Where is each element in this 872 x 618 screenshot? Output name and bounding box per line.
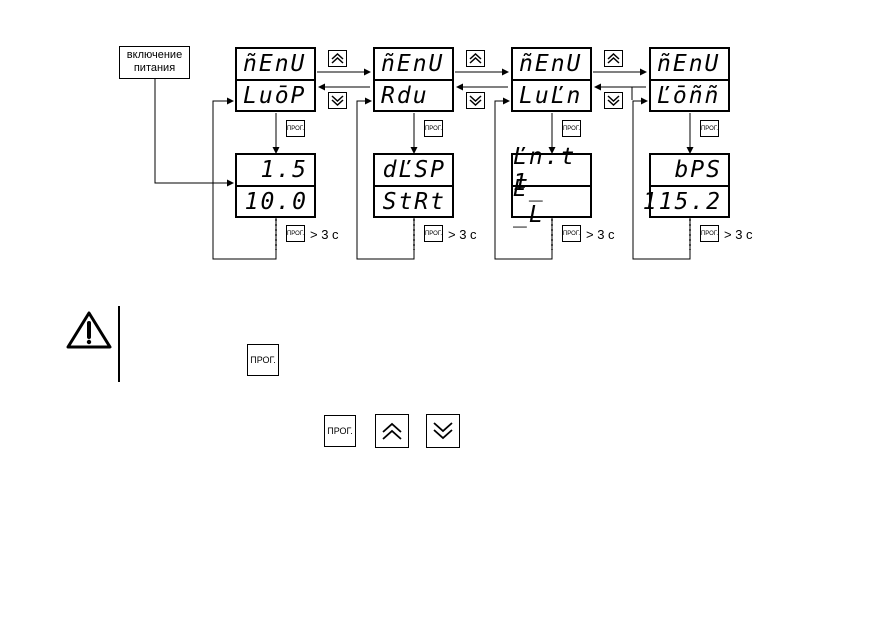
sub-display-3: Ľn.t 1 E_ _L (511, 144, 592, 228)
double-chevron-down-icon (607, 95, 620, 106)
sub-1-top: 1.5 (237, 155, 314, 187)
hold-label-1: > 3 с (310, 227, 339, 242)
menu-1-bottom: LuōP (243, 83, 307, 109)
hold-label-3: > 3 с (586, 227, 615, 242)
power-on-box: включение питания (119, 46, 190, 79)
prog-key-hold-1[interactable]: ПРОГ. (286, 225, 305, 242)
warning-triangle-icon (66, 311, 112, 349)
double-chevron-up-icon (382, 422, 402, 440)
double-chevron-up-icon (607, 53, 620, 64)
power-on-label: включение питания (126, 49, 183, 74)
up-key-3[interactable] (604, 50, 623, 67)
prog-key-hold-4[interactable]: ПРОГ. (700, 225, 719, 242)
up-key-legend[interactable] (375, 414, 409, 448)
down-key-legend[interactable] (426, 414, 460, 448)
menu-2-bottom: Rdu (381, 83, 429, 109)
down-key-3[interactable] (604, 92, 623, 109)
menu-3-top: ñEnU (513, 49, 590, 81)
sub-2-bottom: StRt (382, 189, 446, 215)
up-key-2[interactable] (466, 50, 485, 67)
prog-key-legend[interactable]: ПРОГ. (324, 415, 356, 447)
menu-2-top: ñEnU (375, 49, 452, 81)
down-key-2[interactable] (466, 92, 485, 109)
sub-1-bottom: 10.0 (244, 189, 308, 215)
hold-label-4: > 3 с (724, 227, 753, 242)
down-key-1[interactable] (328, 92, 347, 109)
prog-key-note[interactable]: ПРОГ. (247, 344, 279, 376)
prog-key-1[interactable]: ПРОГ. (286, 120, 305, 137)
double-chevron-up-icon (331, 53, 344, 64)
hold-label-2: > 3 с (448, 227, 477, 242)
sub-4-bottom: 115.2 (642, 189, 722, 215)
prog-key-4[interactable]: ПРОГ. (700, 120, 719, 137)
menu-4-top: ñEnU (651, 49, 728, 81)
double-chevron-up-icon (469, 53, 482, 64)
prog-key-hold-3[interactable]: ПРОГ. (562, 225, 581, 242)
sub-3-bottom: E_ _L (513, 176, 545, 228)
prog-key-2[interactable]: ПРОГ. (424, 120, 443, 137)
menu-display-2: ñEnU Rdu (373, 47, 454, 112)
sub-display-4: bPS 115.2 (642, 153, 730, 218)
up-key-1[interactable] (328, 50, 347, 67)
menu-display-4: ñEnU Ľōññ (649, 47, 730, 112)
menu-display-3: ñEnU LuĽn (511, 47, 592, 112)
prog-key-3[interactable]: ПРОГ. (562, 120, 581, 137)
sub-4-top: bPS (651, 155, 728, 187)
menu-4-bottom: Ľōññ (657, 83, 721, 109)
menu-display-1: ñEnU LuōP (235, 47, 316, 112)
sub-display-2: dĽSP StRt (373, 153, 454, 218)
double-chevron-down-icon (433, 422, 453, 440)
sub-2-top: dĽSP (375, 155, 452, 187)
double-chevron-down-icon (331, 95, 344, 106)
menu-1-top: ñEnU (237, 49, 314, 81)
sub-display-1: 1.5 10.0 (235, 153, 316, 218)
menu-3-bottom: LuĽn (519, 83, 583, 109)
double-chevron-down-icon (469, 95, 482, 106)
warning-divider (118, 306, 120, 382)
prog-key-hold-2[interactable]: ПРОГ. (424, 225, 443, 242)
